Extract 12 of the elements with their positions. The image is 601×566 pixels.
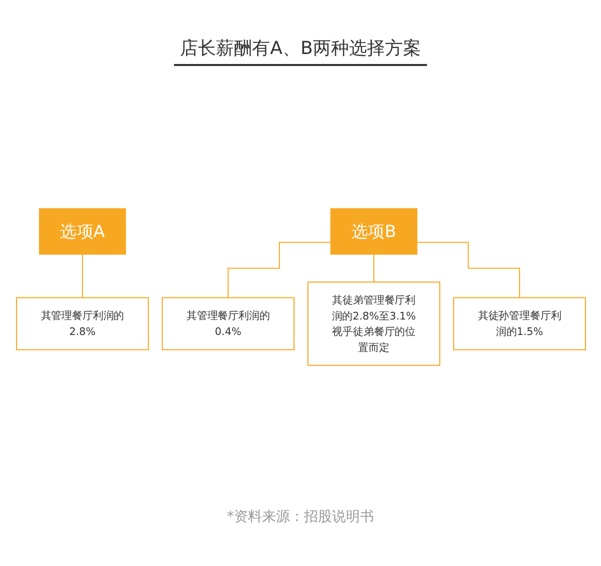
connector <box>81 254 82 298</box>
caption: *资料来源：招股说明书 <box>227 508 374 526</box>
node-box: 其徒弟管理餐厅利润的2.8%至3.1%视乎徒弟餐厅的位置而定 <box>306 282 440 366</box>
node-box: 其徒孙管理餐厅利润的1.5% <box>452 297 586 350</box>
connector <box>227 242 330 298</box>
connector <box>372 254 374 283</box>
connector <box>416 242 520 298</box>
title: 店长薪酬有A、B两种选择方案 <box>174 36 427 66</box>
node-box: 选项A <box>38 208 126 255</box>
node-box: 其管理餐厅利润的2.8% <box>16 297 148 350</box>
node-box: 选项B <box>330 208 417 255</box>
node-box: 其管理餐厅利润的0.4% <box>161 297 294 350</box>
